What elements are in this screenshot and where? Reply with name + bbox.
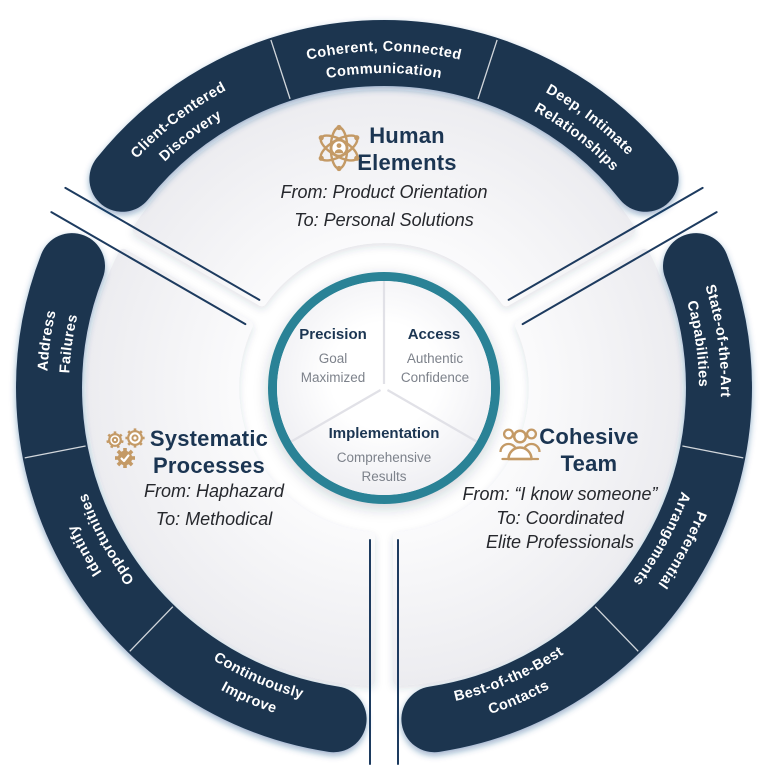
gear-hole	[131, 434, 139, 442]
gap-divider-line	[50, 211, 247, 326]
gap-divider-line	[507, 186, 704, 301]
gear-ring	[108, 433, 122, 447]
sector-systematic-processes	[85, 248, 375, 686]
core-wedge-subtitle: Results	[361, 469, 406, 484]
leader-body	[507, 446, 533, 461]
band-segment-divider	[594, 606, 639, 652]
outer-band-left	[16, 233, 367, 753]
core-wedge-subtitle: Goal	[319, 351, 348, 366]
band-segment-divider	[682, 445, 744, 459]
band-label: Communication	[325, 61, 443, 82]
core-wedge-subtitle: Maximized	[301, 370, 366, 385]
section-title-cohesive: Cohesive	[539, 424, 638, 449]
section-detail-human: To: Personal Solutions	[294, 210, 473, 230]
orbit-dot	[336, 165, 342, 172]
orbit-dot	[336, 124, 342, 131]
core-wedge-divider	[386, 389, 478, 443]
section-detail-cohesive: Elite Professionals	[486, 532, 634, 552]
gap-divider-line	[64, 186, 261, 301]
person-body	[334, 149, 344, 154]
gear-hole	[111, 436, 119, 444]
band-segment-divider	[129, 606, 174, 652]
sectors-layer	[85, 89, 683, 686]
gear-tooth	[128, 461, 134, 467]
member-head	[525, 428, 538, 440]
core-wedge-subtitle: Comprehensive	[337, 450, 432, 465]
core-wedge-title-precision: Precision	[299, 326, 367, 343]
band-segment-divider	[270, 39, 291, 100]
gear-outline	[125, 428, 145, 448]
section-title-cohesive: Team	[561, 451, 618, 476]
gear-ring	[127, 430, 143, 446]
outer-band-top	[89, 20, 679, 212]
section-detail-cohesive: To: Coordinated	[496, 508, 624, 528]
section-detail-systematic: To: Methodical	[156, 509, 273, 529]
gear-filled	[115, 448, 135, 468]
team-icon	[499, 428, 541, 461]
gap-divider-line	[521, 211, 718, 326]
core-wedge-divider	[290, 389, 382, 443]
section-title-systematic: Processes	[153, 453, 265, 478]
core-inner	[277, 281, 491, 495]
core-wedge-subtitle: Authentic	[407, 351, 464, 366]
orbit-dot	[318, 155, 324, 161]
section-title-human: Human	[369, 123, 445, 148]
sector-human-elements	[132, 89, 636, 307]
band-segment-divider	[24, 445, 86, 459]
gear-tooth	[128, 449, 134, 455]
gear-tooth	[116, 449, 122, 455]
orbit-dot	[354, 155, 360, 161]
section-title-human: Elements	[357, 150, 456, 175]
band-label-line: Communication	[325, 61, 443, 82]
section-title-systematic: Systematic	[150, 426, 268, 451]
gear-outline	[106, 431, 124, 449]
check-mark	[120, 454, 130, 463]
orbit-dot	[354, 135, 360, 141]
section-detail-systematic: From: Haphazard	[144, 481, 285, 501]
bands-layer	[16, 20, 752, 753]
member-head	[502, 428, 515, 440]
gear-tooth	[116, 461, 122, 467]
core-wedge-subtitle: Confidence	[401, 370, 469, 385]
core-wedge-title-access: Access	[408, 326, 461, 343]
band-segment-divider	[477, 39, 498, 100]
orbit-dot	[318, 135, 324, 141]
section-detail-human: From: Product Orientation	[280, 182, 487, 202]
atom-people-icon	[318, 124, 360, 172]
gears-icon	[106, 428, 145, 468]
core-wedge-title-implementation: Implementation	[329, 425, 440, 442]
outer-band-right	[401, 233, 752, 753]
leader-head	[512, 429, 528, 444]
person-head	[336, 143, 342, 148]
gear-body	[117, 450, 133, 466]
section-detail-cohesive: From: “I know someone”	[462, 484, 658, 504]
